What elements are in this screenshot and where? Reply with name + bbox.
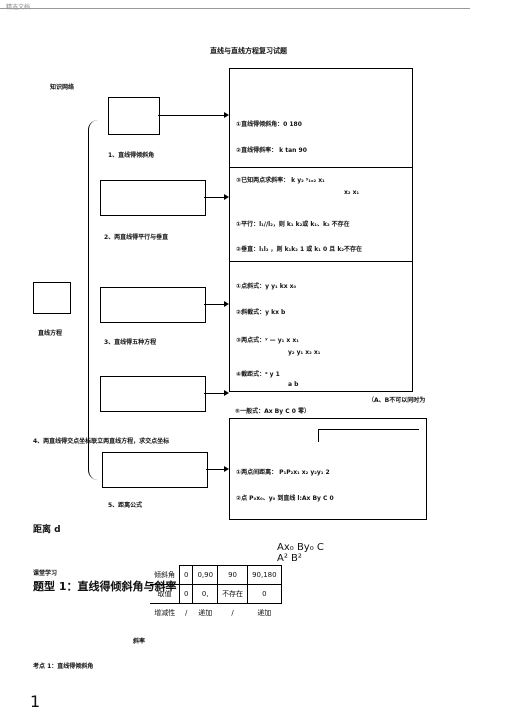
item-slope: ②直线得斜率： k tan 90 (236, 147, 307, 154)
table-cell: / (185, 609, 188, 617)
item-angle: ①直线得倾斜角：0 180 (236, 121, 302, 128)
item-general-note: （A、B不可以同时为 (368, 397, 426, 404)
center-label: 直线方程 (38, 330, 63, 337)
branch-label-3: 3、直线得五种方程 (104, 339, 157, 346)
branch-label-5: 5、距离公式 (108, 502, 143, 509)
slope-row-label: 斜率 (133, 638, 146, 645)
table-cell: 0 (247, 584, 282, 604)
branch-box-3 (100, 287, 206, 323)
divider-1 (230, 167, 412, 168)
distance-numerator: Ax₀ By₀ C (277, 542, 324, 553)
table-cell: 90,180 (247, 565, 282, 585)
table-row: 增减性 / 递加 / 递加 (150, 604, 281, 623)
table-cell: / (231, 609, 234, 617)
arrow-5 (206, 466, 229, 472)
section-label: 课堂学习 (33, 570, 58, 577)
page-number: 1 (30, 692, 41, 711)
kaodian-label: 考点 1：直线得倾斜角 (33, 663, 94, 670)
item-two-point-distance: ①两点间距离： P₁P₂x₁ x₂ y₂y₁ 2 (236, 469, 330, 476)
center-box (33, 282, 71, 314)
branch-box-4 (100, 376, 206, 412)
arrow-2 (204, 194, 229, 200)
item-perpendicular: ②垂直：l₁l₂ ，则 k₁k₂ 1 或 k₁ 0 且 k₂不存在 (236, 246, 362, 253)
branch-box-5 (102, 452, 208, 488)
table-cell: 90 (217, 565, 249, 585)
item-slope-intercept: ②斜截式：y kx b (236, 309, 286, 316)
item-intercept-den: a b (288, 381, 299, 388)
item-point-slope: ①点斜式：y y₁ kx x₀ (236, 283, 297, 290)
branch-box-1 (108, 97, 160, 135)
arrow-3 (204, 301, 229, 307)
table-cell: 0, (192, 584, 219, 604)
table-cell: 递加 (257, 609, 272, 617)
table-cell: 0 (178, 565, 194, 585)
branch-label-4: 4、两直线得交点坐标联立两直线方程，求交点坐标 (33, 438, 170, 445)
item-two-point-slope: ③已知两点求斜率： k y₂ ʸ₁ₓ₂ x₁ (236, 177, 325, 184)
item-intercept: ④截距式：ˣ y 1 (236, 371, 280, 378)
item-two-point: ③两点式：ʸ — y₁ x x₁ (236, 337, 299, 344)
sqrt-bar-1 (318, 429, 419, 442)
branch-box-2 (100, 180, 206, 216)
table-cell: 增减性 (154, 609, 176, 617)
doc-title: 直线与直线方程复习试题 (210, 47, 287, 55)
header-note: 精选文档 (6, 4, 31, 11)
slope-table: 倾斜角 0 0,90 90 90,180 取值 0 0, 不存在 0 增减性 /… (150, 565, 282, 622)
arrow-4 (204, 390, 229, 396)
table-cell: 递加 (198, 609, 213, 617)
knowledge-net-label: 知识网络 (50, 84, 75, 91)
table-cell: 0 (178, 584, 194, 604)
topic-heading: 题型 1：直线得倾斜角与斜率 (33, 580, 177, 593)
formula-box: ①直线得倾斜角：0 180 ②直线得斜率： k tan 90 ③已知两点求斜率：… (229, 68, 413, 392)
item-parallel: ①平行：l₁//l₂，则 k₁ k₂或 k₁、k₂ 不存在 (236, 221, 350, 228)
table-cell: 0,90 (192, 565, 219, 585)
arrow-1 (158, 112, 229, 118)
distance-box: ①两点间距离： P₁P₂x₁ x₂ y₂y₁ 2 ②点 P₀x₀、y₀ 到直线 … (229, 418, 427, 520)
branch-label-2: 2、两直线得平行与垂直 (104, 234, 169, 241)
item-general: ⑤一般式：Ax By C 0 零） (235, 408, 311, 415)
table-cell: 取值 (150, 584, 180, 604)
distance-denominator: A² B² (277, 553, 302, 564)
brace (88, 120, 99, 480)
divider-2 (230, 261, 412, 262)
item-two-point-slope-den: x₂ x₁ (344, 189, 360, 196)
item-point-line-distance: ②点 P₀x₀、y₀ 到直线 l:Ax By C 0 (236, 495, 334, 502)
table-cell: 倾斜角 (150, 565, 180, 585)
table-row: 倾斜角 0 0,90 90 90,180 (150, 565, 282, 585)
table-cell: 不存在 (217, 584, 249, 604)
branch-label-1: 1、直线得倾斜角 (108, 152, 155, 159)
distance-label: 距离 d (33, 525, 61, 535)
item-two-point-den: y₂ y₁ x₂ x₁ (288, 349, 321, 356)
table-row: 取值 0 0, 不存在 0 (150, 584, 282, 604)
header-rule (0, 8, 470, 9)
